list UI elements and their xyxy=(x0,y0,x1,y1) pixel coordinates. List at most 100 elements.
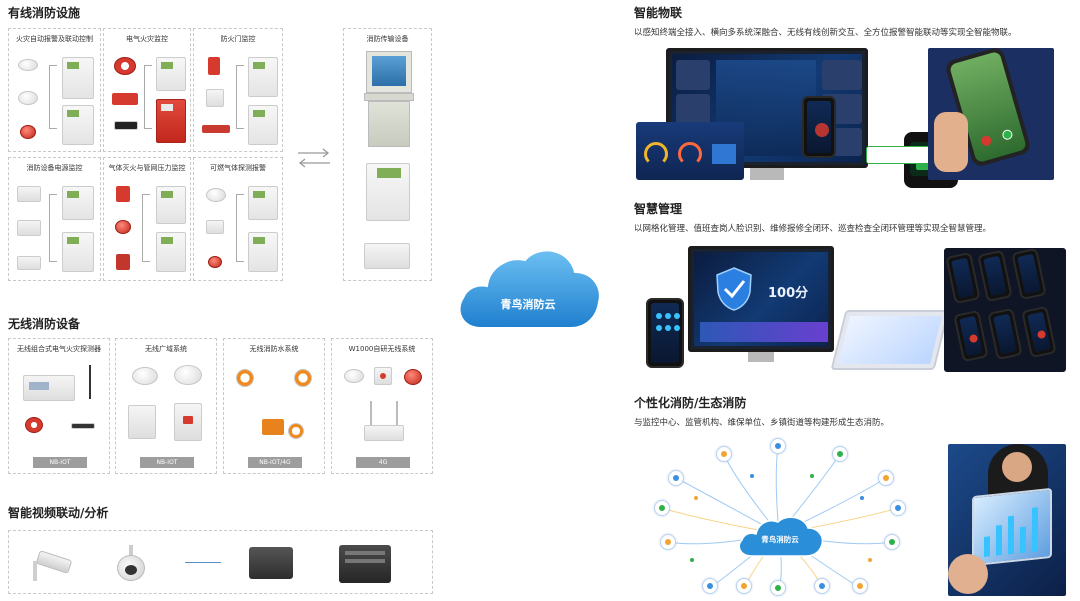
fire-door-label: 防火门监控 xyxy=(220,35,256,43)
door-control-panel-icon xyxy=(248,105,278,145)
level-sensor-icon xyxy=(288,423,304,439)
current-sensor-icon xyxy=(25,417,43,433)
gas-control-panel-icon xyxy=(156,186,186,224)
phone-call-panel xyxy=(928,45,1054,180)
shield-icon xyxy=(714,266,754,312)
electrical-sensor-icon xyxy=(114,121,138,130)
alarm-button-icon xyxy=(20,125,36,139)
wireless-electrical-label: 无线组合式电气火灾探测器 xyxy=(17,345,101,353)
electrical-fire-box: 电气火灾监控 xyxy=(103,28,191,152)
smoke-detector-icon xyxy=(18,59,38,71)
temperature-sensor-icon xyxy=(112,93,138,105)
w1000-wireless-label: W1000自研无线系统 xyxy=(348,345,416,353)
iot-description: 以感知终端全接入、横向多系统深融合、无线有线创新交互、全方位报警智能联动等实现全… xyxy=(634,28,1017,38)
edge-computer-icon xyxy=(249,547,293,579)
gas-control-panel-icon xyxy=(156,232,186,272)
wireless-water-label: 无线消防水系统 xyxy=(249,345,299,353)
app-screens-panel xyxy=(944,248,1066,372)
wireless-detector-icon xyxy=(23,375,75,401)
monitor-stand xyxy=(750,168,784,180)
iot-dashboard-card xyxy=(636,122,744,180)
door-monitor-icon xyxy=(208,57,220,75)
wireless-gas-detector-icon xyxy=(174,403,202,441)
linkage-controller-icon xyxy=(62,105,94,145)
power-sensor-icon xyxy=(17,256,41,270)
connector-line xyxy=(49,194,57,262)
power-monitor-label: 消防设备电源监控 xyxy=(26,164,83,172)
pressure-switch-icon xyxy=(116,254,130,270)
video-link-line xyxy=(185,562,221,563)
combustible-gas-label: 可燃气体探测报警 xyxy=(210,164,266,172)
water-terminal-icon xyxy=(262,419,284,435)
safety-score-text: 100分 xyxy=(768,286,809,301)
current-transformer-icon xyxy=(114,57,136,75)
alert-bubble-icon xyxy=(866,146,932,164)
businessman-tablet-panel xyxy=(948,444,1066,596)
door-monitor-panel-icon xyxy=(248,57,278,97)
power-sensor-icon xyxy=(17,220,41,236)
power-sensor-icon xyxy=(17,186,41,202)
bullet-camera-icon xyxy=(31,547,75,583)
cloud-icon: 青鸟消防云 xyxy=(453,240,603,340)
iot-phone-icon xyxy=(802,96,836,158)
bidirectional-arrow-icon xyxy=(296,146,332,170)
management-section-title: 智慧管理 xyxy=(634,202,683,216)
fire-alarm-linkage-label: 火灾自动报警及联动控制 xyxy=(16,35,93,43)
nb-iot-4g-tag: NB-IOT/4G xyxy=(248,457,302,468)
w1000-sounder-icon xyxy=(404,369,422,385)
management-description: 以网格化管理、值班查岗人脸识别、维修报修全闭环、巡查检查全闭环管理等实现全智慧管… xyxy=(634,224,992,234)
video-section-title: 智能视频联动/分析 xyxy=(8,506,109,520)
wired-section-title: 有线消防设施 xyxy=(8,6,81,20)
power-monitor-box: 消防设备电源监控 xyxy=(8,157,101,281)
connector-line xyxy=(236,194,244,262)
cable-sensor-icon xyxy=(71,423,95,429)
iot-section-title: 智能物联 xyxy=(634,6,683,20)
gas-sounder-icon xyxy=(208,256,222,268)
alarm-controller-icon xyxy=(62,57,94,99)
gas-alarm-panel-icon xyxy=(248,186,278,220)
transmission-equipment-label: 消防传输设备 xyxy=(366,35,409,43)
transmission-gateway-icon xyxy=(364,243,410,269)
nb-iot-tag: NB-IOT xyxy=(33,457,87,468)
wireless-router-icon xyxy=(364,425,404,441)
door-module-icon xyxy=(206,89,224,107)
eco-description: 与监控中心、监管机构、维保单位、乡镇街道等构建形成生态消防。 xyxy=(634,418,890,428)
eco-cloud-label: 青鸟消防云 xyxy=(761,535,799,544)
electrical-panel-icon xyxy=(156,99,186,143)
eco-network-diagram: 青鸟消防云 xyxy=(654,438,906,596)
w1000-wireless-box: W1000自研无线系统 4G xyxy=(331,338,433,474)
fire-door-box: 防火门监控 xyxy=(193,28,283,152)
gas-module-icon xyxy=(206,220,224,234)
cloud-label: 青鸟消防云 xyxy=(500,298,556,311)
router-antenna-icon xyxy=(370,401,372,425)
combustible-gas-box: 可燃气体探测报警 xyxy=(193,157,283,281)
wireless-wide-area-label: 无线广域系统 xyxy=(145,345,187,353)
electrical-monitor-icon xyxy=(156,57,186,91)
wireless-heat-detector-icon xyxy=(174,365,202,385)
management-monitor-icon: 100分 xyxy=(688,246,834,352)
emergency-start-button-icon xyxy=(116,186,130,202)
connector-line xyxy=(142,194,150,262)
pressure-gauge-icon xyxy=(236,369,254,387)
transmission-equipment-box: 消防传输设备 xyxy=(343,28,432,281)
video-analysis-server-icon xyxy=(339,545,391,583)
tablet-icon xyxy=(830,310,950,370)
pressure-gauge-icon xyxy=(294,369,312,387)
connector-line xyxy=(49,65,57,129)
eco-cloud-icon: 青鸟消防云 xyxy=(734,514,826,560)
electrical-fire-label: 电气火灾监控 xyxy=(126,35,168,43)
4g-tag: 4G xyxy=(356,457,410,468)
antenna-icon xyxy=(89,365,91,399)
management-phone-icon xyxy=(646,298,684,368)
connector-line xyxy=(236,65,244,129)
wireless-electrical-box: 无线组合式电气火灾探测器 NB-IOT xyxy=(8,338,110,474)
dome-camera-icon xyxy=(113,545,149,585)
gas-alarm-controller-icon xyxy=(248,232,278,272)
heat-detector-icon xyxy=(18,91,38,105)
eco-section-title: 个性化消防/生态消防 xyxy=(634,396,747,410)
wireless-wide-area-box: 无线广域系统 NB-IOT xyxy=(115,338,217,474)
gas-detector-icon xyxy=(206,188,226,202)
wireless-smoke-detector-icon xyxy=(132,367,158,385)
transmission-console-icon xyxy=(364,51,414,149)
wireless-water-box: 无线消防水系统 NB-IOT/4G xyxy=(223,338,325,474)
